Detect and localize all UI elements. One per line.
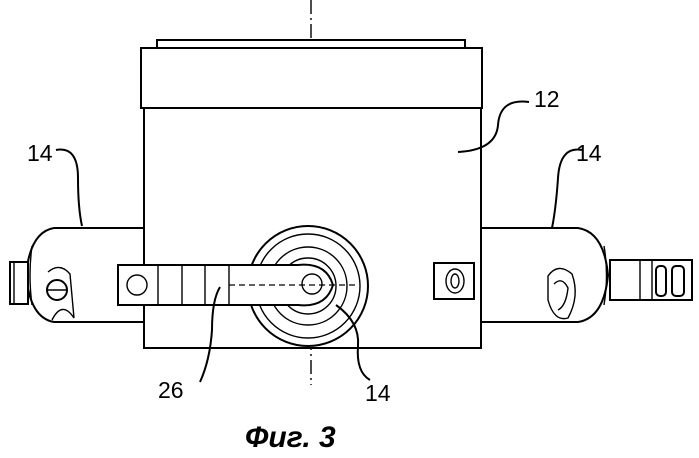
label-14-bottom: 14 (365, 380, 391, 406)
figure-caption: Фиг. 3 (245, 421, 336, 454)
right-arm (478, 228, 692, 322)
label-14-left: 14 (27, 140, 53, 166)
housing-cap (141, 40, 482, 108)
label-12: 12 (534, 86, 560, 112)
lever (118, 265, 358, 306)
housing-nut (434, 263, 474, 299)
label-14-right: 14 (576, 140, 602, 166)
label-26: 26 (158, 377, 184, 403)
